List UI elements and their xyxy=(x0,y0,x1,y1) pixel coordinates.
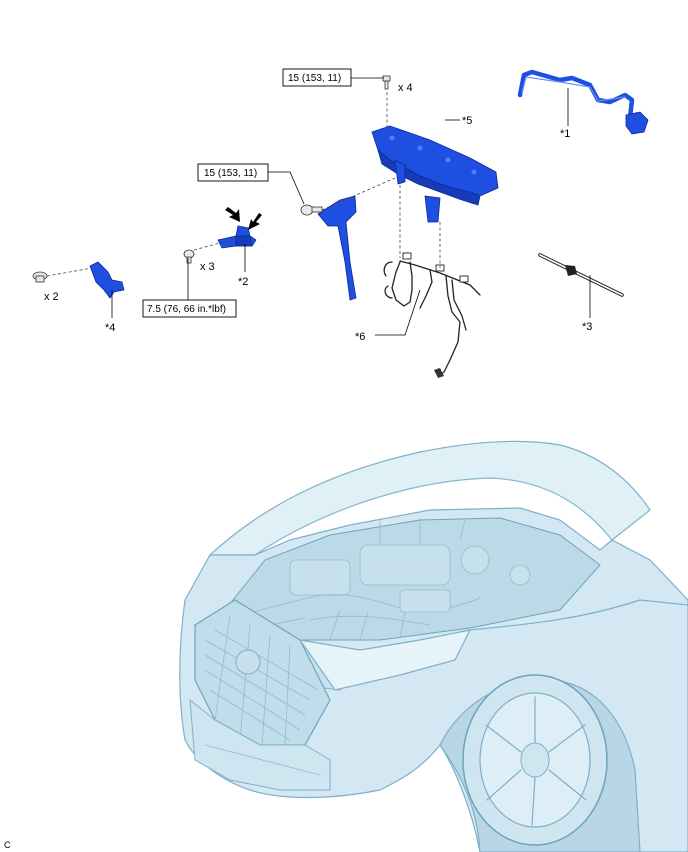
torque-box-mid: 15 (153, 11) xyxy=(197,163,269,182)
arrow-icons xyxy=(225,207,262,230)
torque-box-top: 15 (153, 11) xyxy=(282,68,352,87)
corner-code: C xyxy=(4,840,11,850)
clip-icon xyxy=(32,271,48,283)
bolt-icons xyxy=(183,75,391,264)
part-6-wire-harness xyxy=(383,252,482,378)
part-5-radiator-support-upper xyxy=(317,125,499,301)
headlight xyxy=(298,629,472,691)
callout-part-4: *4 xyxy=(105,322,115,334)
engine-detail-lines xyxy=(239,518,531,641)
part-1-hose xyxy=(517,69,649,135)
callout-part-6: *6 xyxy=(355,331,365,343)
qty-mid-bolts: x 3 xyxy=(200,261,215,273)
torque-small-text: 7.5 (76, 66 in.*lbf) xyxy=(147,304,226,315)
callout-part-1: *1 xyxy=(560,128,570,140)
callout-part-3: *3 xyxy=(582,321,592,333)
callout-part-5: *5 xyxy=(462,115,472,127)
callout-part-2: *2 xyxy=(238,276,248,288)
front-wheel xyxy=(462,674,608,846)
torque-top-text: 15 (153, 11) xyxy=(288,73,341,84)
part-3-clamp xyxy=(538,253,624,297)
part-4-bracket xyxy=(89,261,125,299)
torque-box-small: 7.5 (76, 66 in.*lbf) xyxy=(142,299,237,318)
assembly-guide-lines xyxy=(46,92,441,277)
qty-top-bolts: x 4 xyxy=(398,82,413,94)
vehicle-illustration xyxy=(179,440,688,852)
torque-mid-text: 15 (153, 11) xyxy=(204,168,257,179)
part-2-bracket xyxy=(217,225,257,249)
qty-clips: x 2 xyxy=(44,291,59,303)
